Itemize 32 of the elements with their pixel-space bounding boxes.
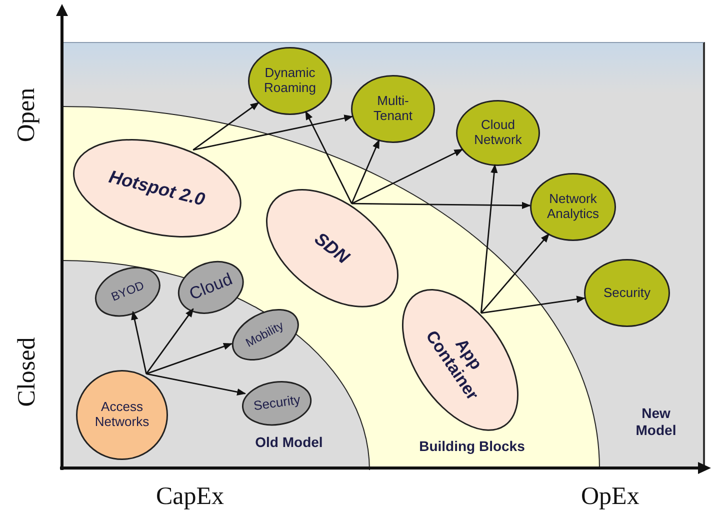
region-label: New Model: [634, 405, 678, 439]
feature-ellipse: Security: [584, 259, 670, 327]
arrow: [146, 373, 246, 396]
legacy-ellipse: Security: [242, 380, 312, 426]
arrow: [351, 148, 464, 204]
feature-ellipse: Multi-Tenant: [351, 75, 435, 143]
arrow: [305, 110, 352, 204]
axis-label: CapEx: [156, 483, 224, 511]
arrow: [480, 233, 550, 314]
arrow: [351, 139, 380, 204]
feature-ellipse: Network Analytics: [530, 173, 616, 241]
region-label: Building Blocks: [418, 438, 526, 455]
arrow: [192, 114, 354, 151]
building-block-ellipse: SDN: [266, 188, 398, 308]
legacy-ellipse: BYOD: [95, 267, 161, 317]
arrow: [146, 343, 233, 374]
arrow: [481, 296, 586, 314]
legacy-ellipse: Cloud: [178, 260, 244, 314]
feature-ellipse: Cloud Network: [456, 100, 540, 166]
region-label: Old Model: [254, 434, 324, 451]
plot-area-background: [62, 42, 705, 468]
axis-label: Closed: [13, 337, 42, 407]
access-circle: Access Networks: [76, 370, 168, 460]
arrow: [131, 310, 147, 374]
arrow: [480, 164, 498, 314]
axis-label: Open: [13, 88, 42, 142]
axis-label: OpEx: [581, 483, 640, 511]
arrow: [192, 102, 260, 150]
feature-ellipse: Dynamic Roaming: [248, 47, 332, 115]
arrow: [146, 308, 194, 374]
building-block-ellipse: Hotspot 2.0: [72, 138, 242, 238]
arrow: [352, 202, 531, 210]
